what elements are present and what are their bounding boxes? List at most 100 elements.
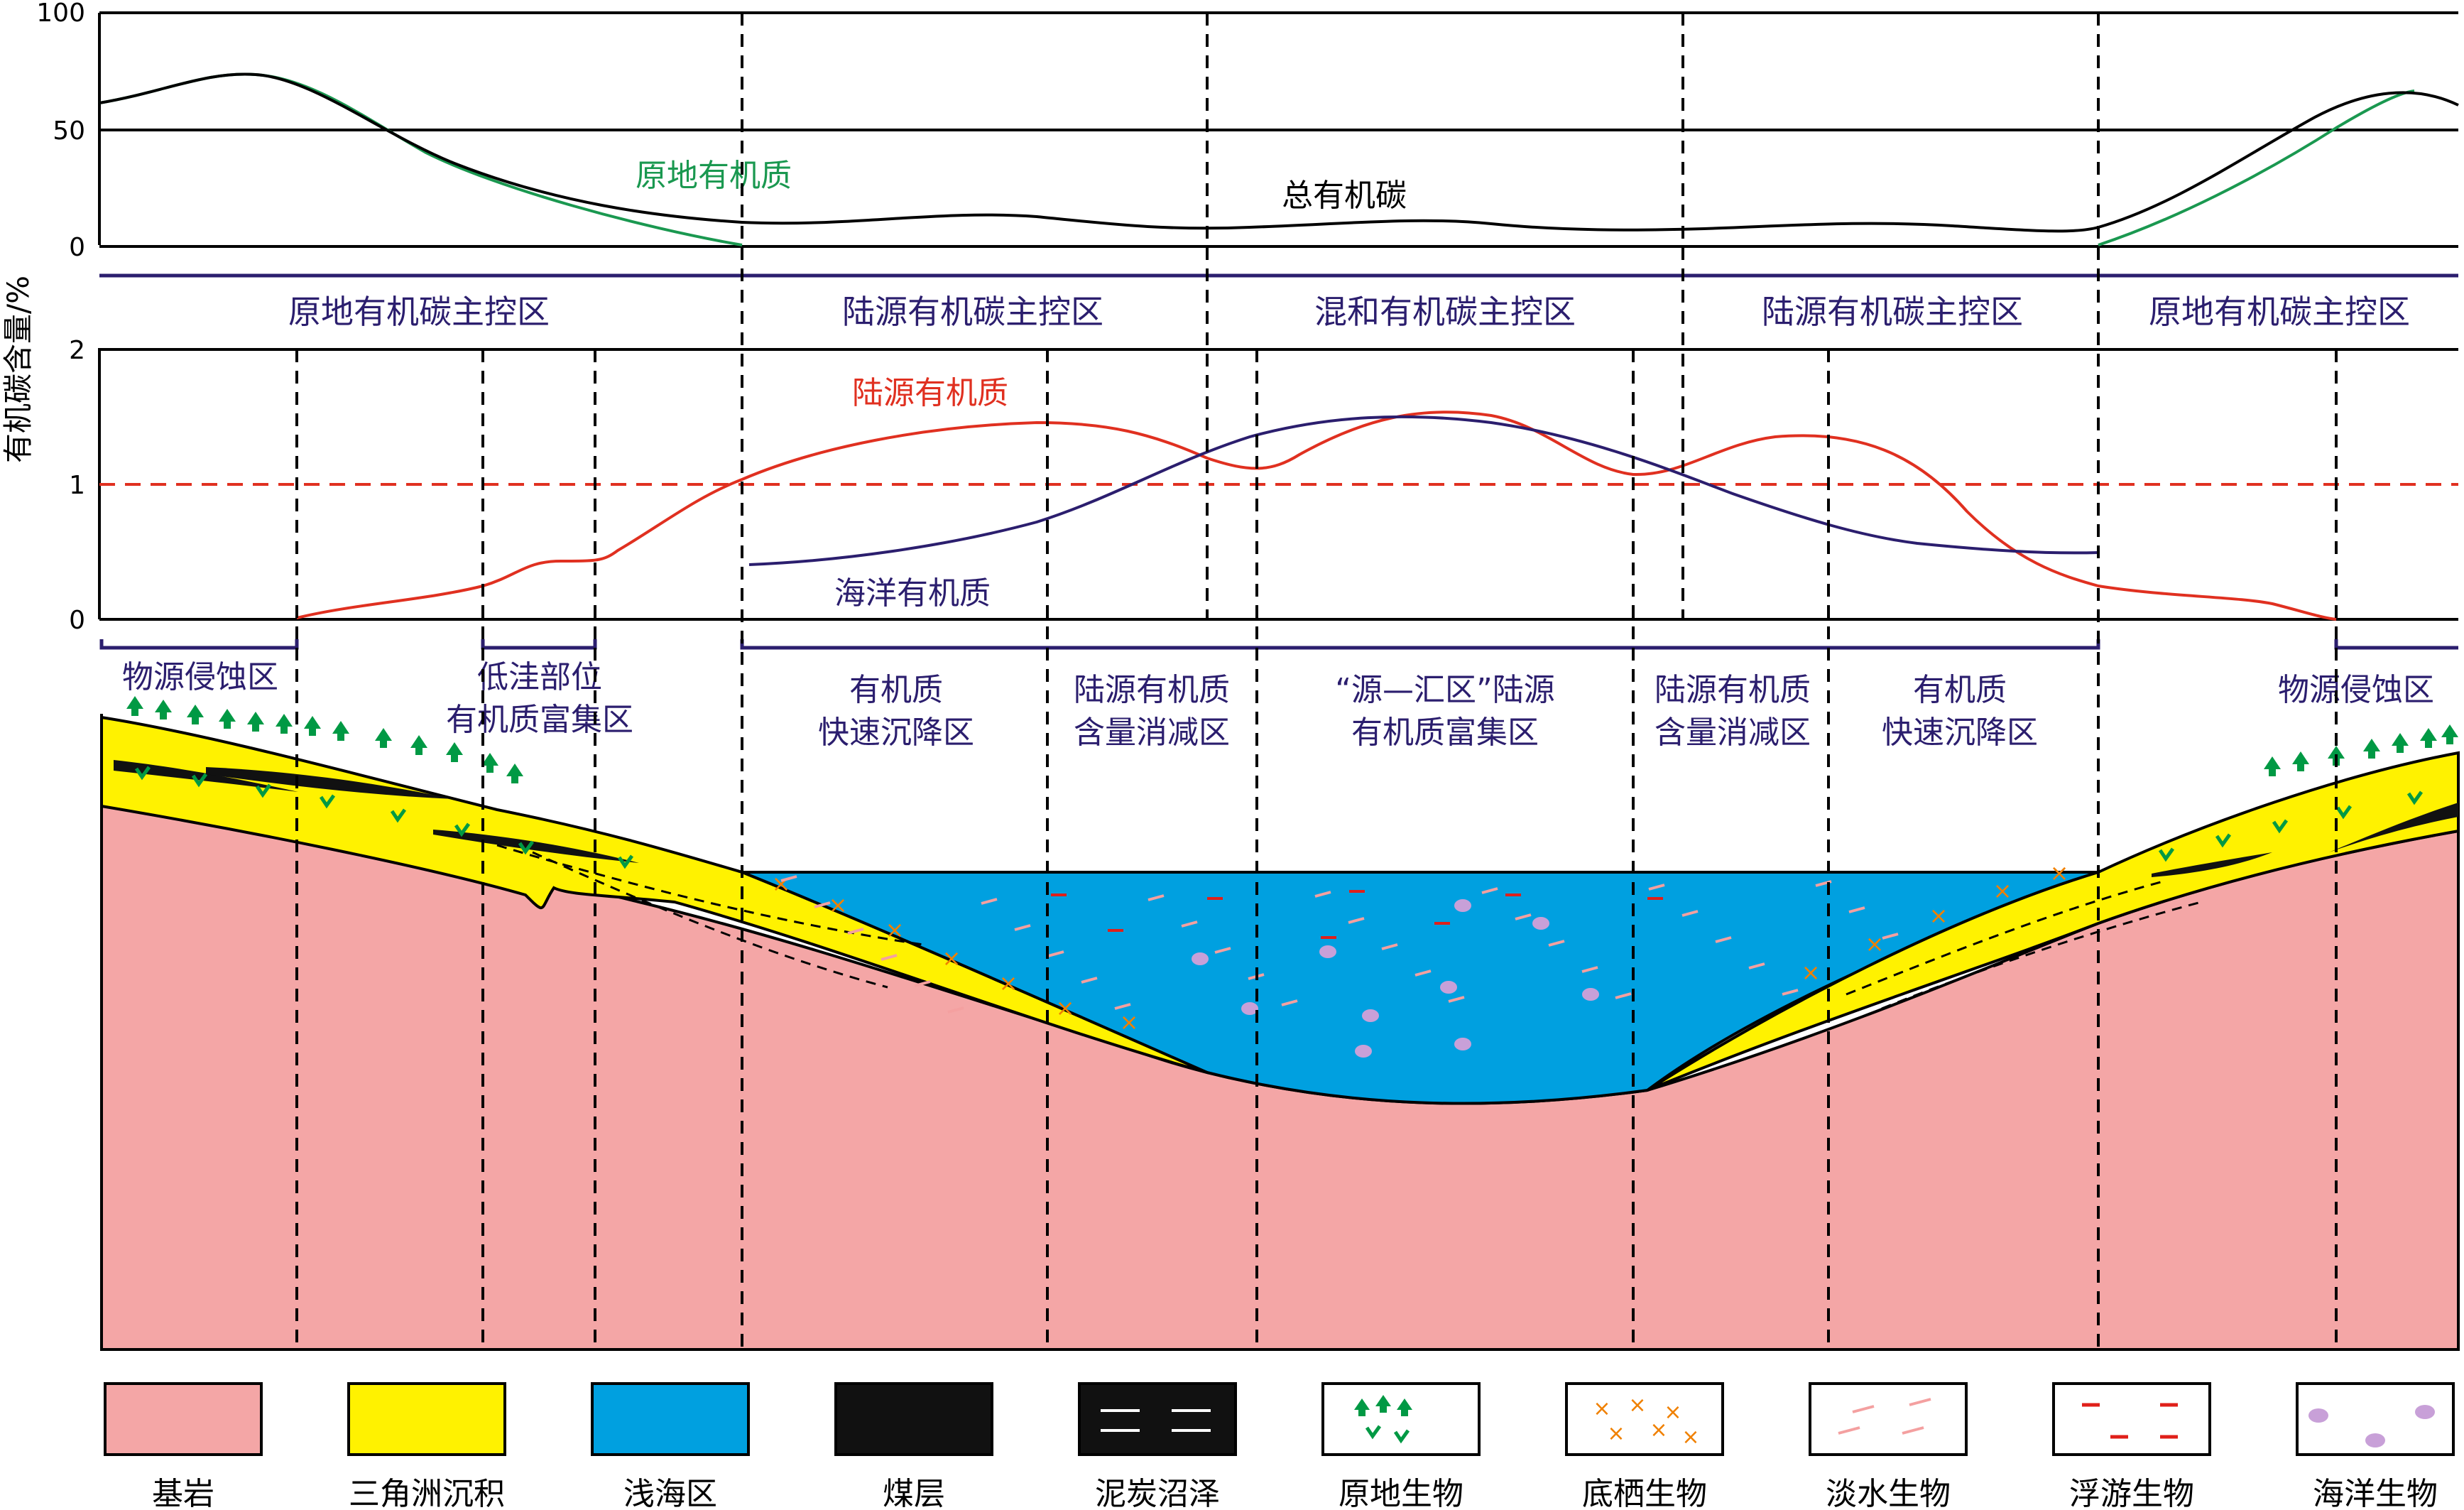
tree-icon <box>332 721 349 741</box>
legend-label: 泥炭沼泽 <box>1095 1476 1220 1510</box>
benthic-icon: × <box>885 916 905 943</box>
v-plant-icon <box>2215 833 2232 848</box>
legend-label: 海洋生物 <box>2313 1476 2438 1510</box>
legend-swatch <box>1078 1382 1237 1456</box>
low-area-label-2: 有机质富集区 <box>446 702 633 738</box>
tree-icon <box>2441 724 2458 744</box>
benthic-icon: × <box>772 870 791 897</box>
total-curve <box>99 72 2459 233</box>
v-plant-icon <box>390 808 407 823</box>
tree-icon <box>2363 739 2380 759</box>
svg-text:×: × <box>1593 1396 1610 1421</box>
top-panel: 100 50 0 原地有机质 总有机碳 <box>36 0 2459 262</box>
v-plant-icon <box>2158 847 2175 862</box>
zone-label-2: 陆源有机碳主控区 <box>842 293 1103 331</box>
legend-item-peat: 泥炭沼泽 <box>1078 1382 1237 1510</box>
benthic-icon: × <box>2050 859 2069 886</box>
freshwater-icon <box>1548 940 1565 947</box>
svg-text:×: × <box>1628 1393 1646 1418</box>
sub-zone-bar <box>99 639 2458 650</box>
top-tick-50: 50 <box>53 116 85 146</box>
freshwater-icon <box>914 980 931 987</box>
svg-text:×: × <box>1681 1425 1699 1450</box>
tree-icon <box>375 728 392 748</box>
benthic-icon: × <box>1056 994 1075 1021</box>
freshwater-icon <box>981 898 998 905</box>
freshwater-icon <box>1615 992 1632 999</box>
legend-label: 底栖生物 <box>1582 1476 1707 1510</box>
total-label: 总有机碳 <box>1282 178 1407 214</box>
legend-item-benthic: ××××××底栖生物 <box>1565 1382 1724 1510</box>
legend-swatch <box>1321 1382 1481 1456</box>
freshwater-icon <box>1214 947 1231 954</box>
marine-biota-icon <box>1454 1038 1471 1050</box>
freshwater-icon <box>1448 996 1465 1003</box>
freshwater-icon <box>1281 999 1298 1006</box>
freshwater-icon <box>847 928 864 935</box>
freshwater-icon <box>1081 977 1098 984</box>
delta-right <box>1646 751 2460 1092</box>
tree-icon <box>247 712 264 732</box>
tree-icon <box>304 716 321 736</box>
v-plant-icon <box>518 840 535 855</box>
benthic-icon: × <box>942 945 961 972</box>
freshwater-icon <box>814 901 831 908</box>
legend-item-marine-biota: 海洋生物 <box>2296 1382 2455 1510</box>
sub-zone-labels: 物源侵蚀区 低洼部位 有机质富集区 有机质 快速沉降区 陆源有机质 含量消减区 … <box>122 659 2434 751</box>
freshwater-icon <box>1047 950 1064 957</box>
cross-section: ×××××××××××× <box>100 696 2460 1351</box>
zone-bar: 原地有机碳主控区 陆源有机碳主控区 混和有机碳主控区 陆源有机碳主控区 原地有机… <box>99 273 2458 331</box>
mid-tick-0: 0 <box>69 606 85 635</box>
rapid-left-label-2: 快速沉降区 <box>818 715 974 751</box>
rapid-right-label-1: 有机质 <box>1913 672 2007 708</box>
svg-text:×: × <box>1664 1400 1681 1425</box>
tree-icon <box>446 742 463 762</box>
legend-swatch <box>2052 1382 2211 1456</box>
zone-label-3: 混和有机碳主控区 <box>1314 293 1576 331</box>
rapid-left-label-1: 有机质 <box>849 672 943 708</box>
freshwater-icon <box>1414 969 1432 977</box>
y-axis-label: 有机碳含量/% <box>1 276 36 463</box>
freshwater-icon <box>1581 966 1598 973</box>
freshwater-icon <box>1314 891 1331 898</box>
marine-biota-icon <box>1454 899 1471 912</box>
svg-text:×: × <box>1607 1421 1625 1446</box>
v-plant-icon <box>2272 819 2289 834</box>
legend: 基岩三角洲沉积浅海区煤层泥炭沼泽原地生物××××××底栖生物淡水生物浮游生物海洋… <box>104 1382 2455 1510</box>
legend-label: 煤层 <box>883 1476 945 1510</box>
benthic-icon: × <box>829 891 848 918</box>
mid-tick-1: 1 <box>69 471 85 500</box>
freshwater-icon <box>1348 917 1365 924</box>
freshwater-icon <box>1114 1003 1131 1010</box>
tree-icon <box>276 714 293 734</box>
freshwater-icon <box>1147 894 1165 901</box>
tree-icon <box>2420 728 2437 748</box>
coal-seam-right <box>2329 803 2458 852</box>
marine-biota-icon <box>1355 1045 1372 1058</box>
sink-label-1: “源—汇区”陆源 <box>1335 672 1555 708</box>
tree-icon <box>2392 733 2409 753</box>
v-plant-icon <box>454 822 471 837</box>
coal-seam-left-3 <box>433 830 639 863</box>
legend-item-shallow-sea: 浅海区 <box>591 1382 750 1510</box>
benthic-icon: × <box>1929 902 1948 929</box>
legend-label: 原地生物 <box>1339 1476 1463 1510</box>
legend-item-plankton: 浮游生物 <box>2052 1382 2211 1510</box>
tree-icon <box>481 753 498 773</box>
top-tick-0: 0 <box>69 233 85 262</box>
tree-icon <box>187 705 204 724</box>
biota-markers: ×××××××××××× <box>772 859 2069 1058</box>
freshwater-icon <box>947 1006 964 1014</box>
legend-label: 基岩 <box>152 1476 214 1510</box>
v-plant-icon <box>2335 805 2353 820</box>
marine-biota-icon <box>1192 952 1209 965</box>
in-situ-label: 原地有机质 <box>636 158 792 194</box>
in-situ-curve-right <box>2098 89 2415 246</box>
freshwater-icon <box>1715 936 1732 943</box>
freshwater-icon <box>1648 884 1665 891</box>
freshwater-icon <box>780 875 797 882</box>
freshwater-icon <box>1848 906 1865 913</box>
decline-left-label-1: 陆源有机质 <box>1074 672 1230 708</box>
benthic-icon: × <box>1865 930 1885 957</box>
freshwater-icon <box>1681 910 1699 917</box>
